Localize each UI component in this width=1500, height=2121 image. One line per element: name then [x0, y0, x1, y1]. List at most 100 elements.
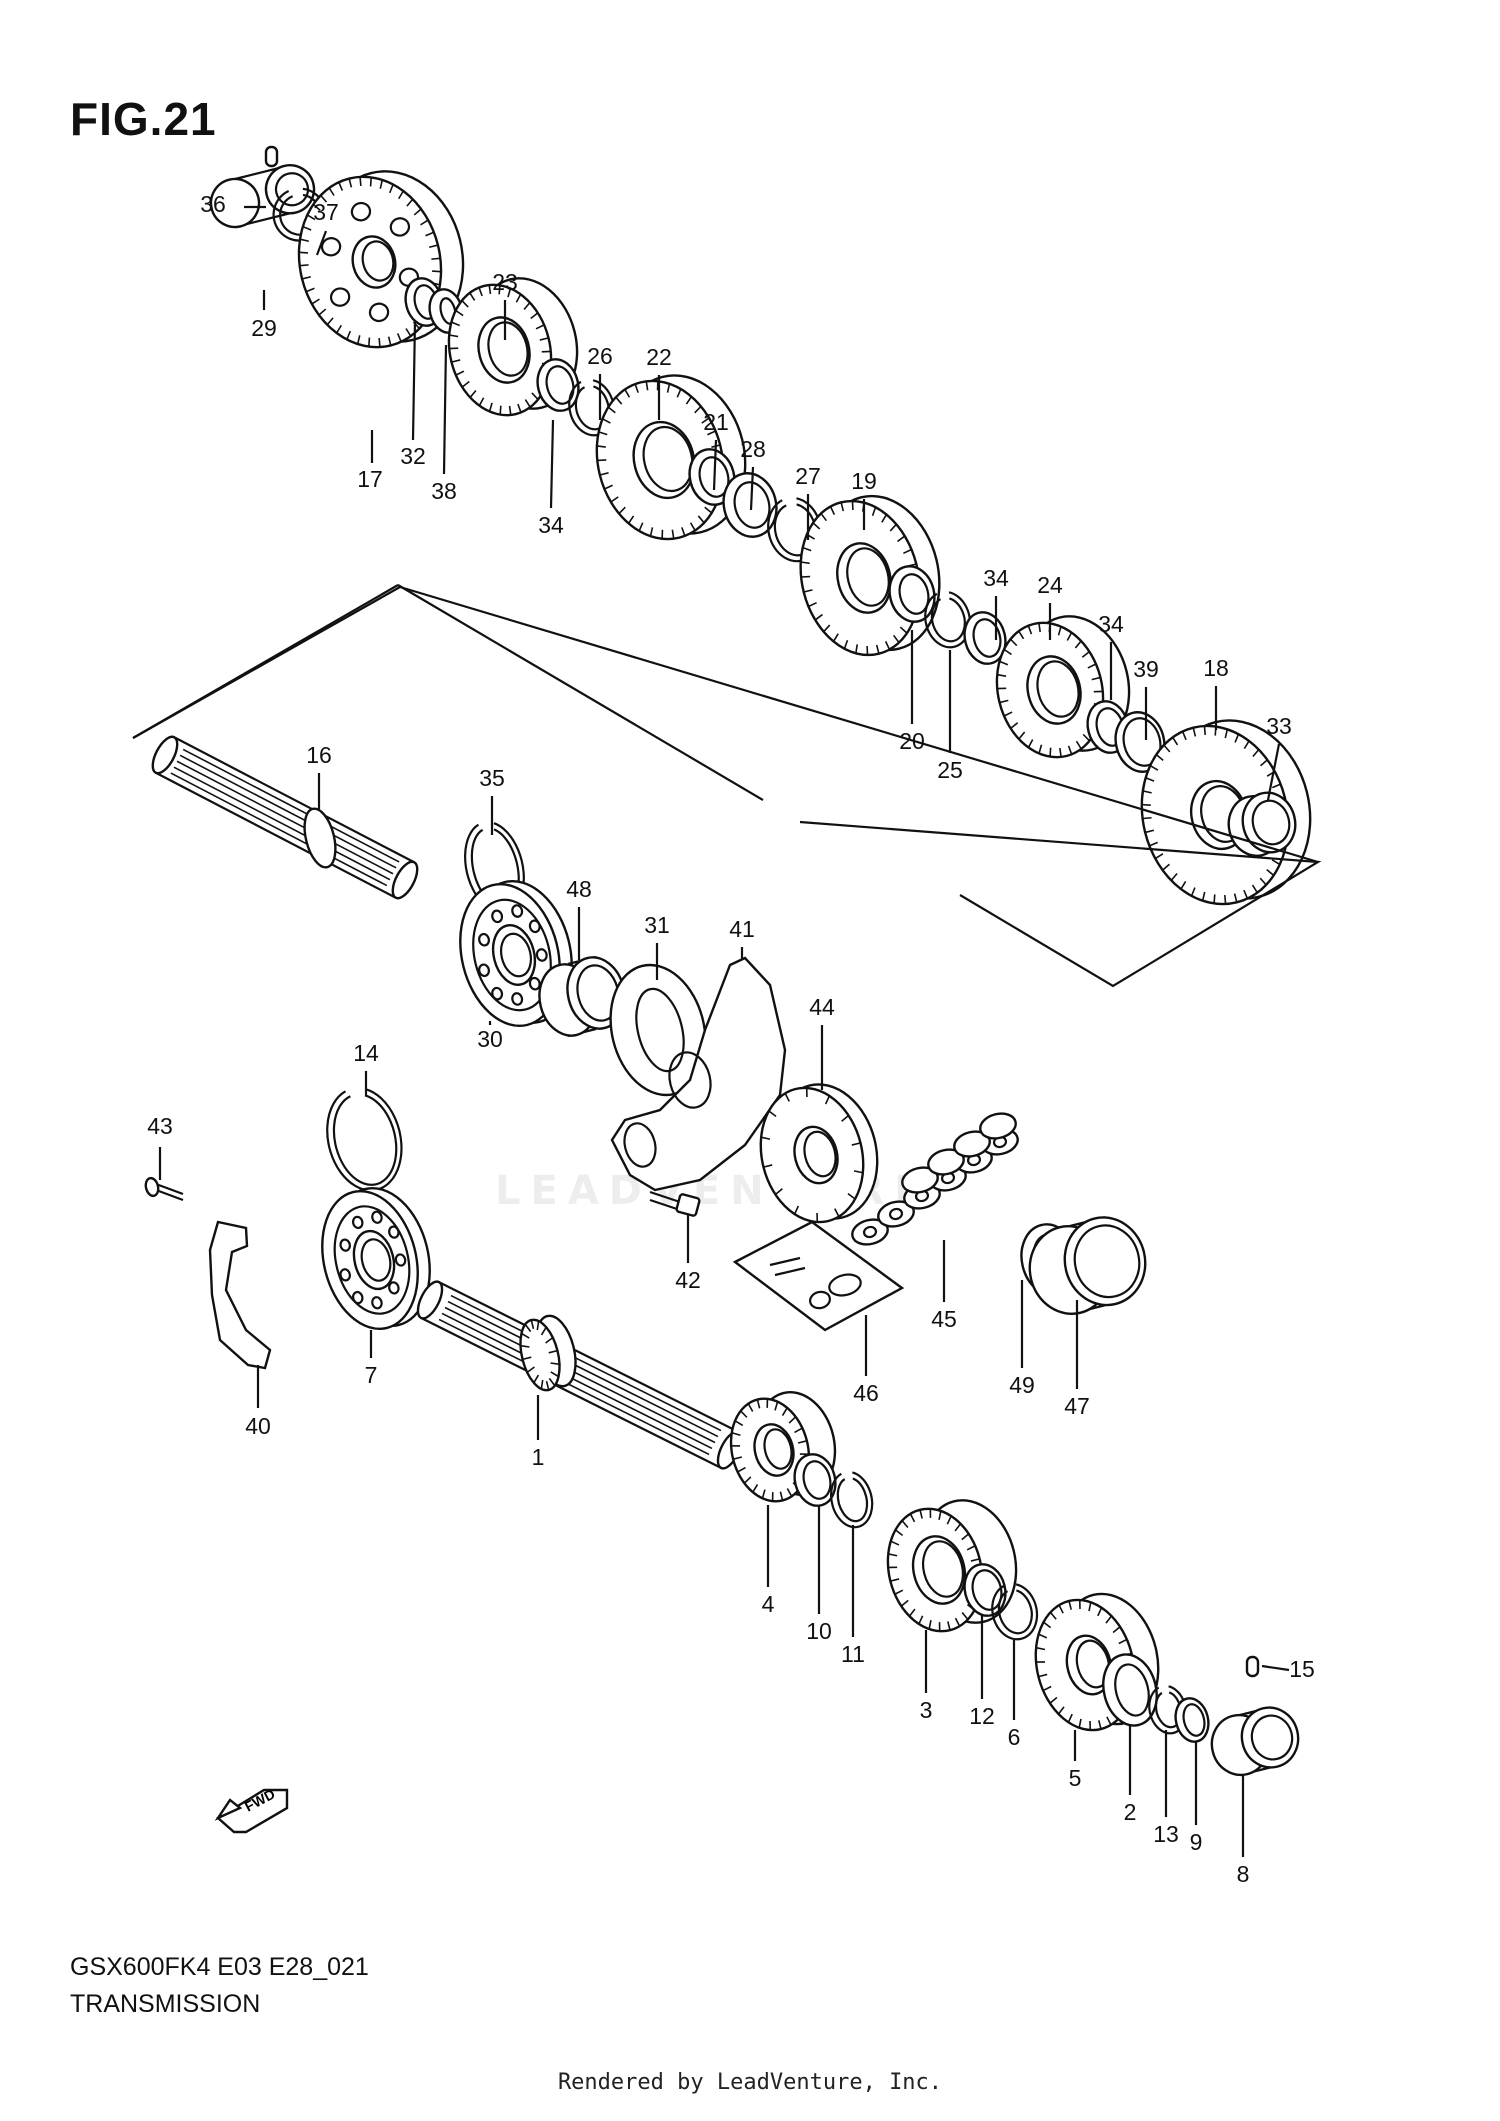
gear-tooth	[763, 1164, 773, 1168]
gear-tooth	[397, 190, 405, 200]
bushing-2	[1102, 1653, 1158, 1727]
gear-bore-inner	[921, 1540, 965, 1598]
gear-tooth	[535, 324, 545, 330]
part-callout: 31	[644, 912, 670, 980]
fwd-arrow-badge: FWD	[214, 1786, 289, 1834]
gear-tooth	[761, 1489, 766, 1499]
bolt-43-head	[144, 1176, 160, 1198]
chain-link	[877, 1200, 915, 1228]
gear-tooth	[428, 244, 439, 249]
gear-tooth	[752, 1484, 759, 1493]
gear-tooth	[894, 1589, 904, 1595]
gear-tooth	[521, 1332, 530, 1339]
part-callout: 7	[365, 1330, 377, 1388]
shaft-end	[151, 735, 179, 775]
gear-tooth	[1010, 722, 1019, 729]
gear-tooth	[520, 1344, 530, 1348]
gear-19	[799, 494, 941, 657]
part-number-label: 30	[477, 1026, 503, 1052]
washer-26	[568, 379, 616, 437]
gear-tooth	[803, 589, 813, 593]
gear-tooth	[326, 317, 334, 326]
gear-tooth	[704, 506, 713, 514]
ring-inner	[698, 456, 730, 498]
part-callout: 26	[587, 343, 613, 420]
gear-tooth	[530, 1319, 535, 1329]
gear-tooth	[671, 529, 675, 539]
shaft-end	[391, 860, 419, 900]
gear-tooth	[829, 506, 836, 515]
bearing-ball	[388, 1281, 400, 1295]
ring-inner	[898, 573, 930, 615]
part-number-label: 4	[762, 1591, 775, 1617]
gear-tooth	[884, 641, 891, 650]
gear-tooth	[1260, 759, 1268, 767]
parts-drawing: FWD	[132, 145, 1322, 1834]
ring-inner	[972, 618, 1002, 658]
gear-tooth	[328, 187, 335, 196]
gear-tooth	[1082, 733, 1091, 742]
pin-15	[1245, 1655, 1260, 1678]
bracket-41	[610, 956, 787, 1192]
gear-tooth	[889, 523, 897, 532]
chain-pin	[888, 1207, 904, 1221]
gear-tooth	[1259, 877, 1267, 886]
gear-tooth	[431, 270, 442, 273]
gear-tooth	[320, 194, 328, 203]
gear-bore-inner	[1036, 660, 1080, 718]
gear-tooth	[1162, 863, 1170, 871]
washer-25	[924, 591, 972, 649]
part-number-label: 35	[479, 765, 505, 791]
gear-tooth	[794, 1427, 803, 1434]
gear-tooth	[747, 1403, 754, 1412]
gear-tooth	[1059, 747, 1062, 758]
model-code: GSX600FK4 E03 E28_021	[70, 1953, 369, 1981]
part-number-label: 29	[251, 315, 277, 341]
part-callout: 12	[969, 1615, 995, 1729]
gear-tooth	[478, 397, 485, 407]
gear-tooth	[853, 1170, 864, 1174]
part-number-label: 41	[729, 916, 755, 942]
section-name: TRANSMISSION	[70, 1990, 261, 2018]
bushing-front	[1063, 1216, 1147, 1307]
part-number-label: 16	[306, 742, 332, 768]
circlip-arc	[568, 379, 616, 437]
bushing-20	[888, 565, 936, 623]
bearing-ball	[478, 932, 490, 947]
part-callout: 34	[983, 565, 1009, 640]
shaft-collar	[303, 807, 337, 869]
shaft-spline	[447, 1300, 719, 1438]
gear-tooth	[676, 388, 682, 398]
shaft-spline	[173, 766, 391, 881]
gear-tooth	[1213, 894, 1216, 904]
bracket-hole	[623, 1122, 657, 1168]
gear-tooth	[624, 389, 631, 398]
gear-tooth	[1252, 749, 1260, 757]
part-number-label: 8	[1237, 1861, 1250, 1887]
gear-tooth	[779, 1491, 784, 1501]
gear-tooth	[689, 522, 696, 531]
gear-tooth	[318, 308, 327, 316]
part-number-label: 39	[1133, 656, 1159, 682]
bolt-43	[155, 1182, 184, 1202]
gear-tooth	[697, 515, 705, 524]
part-number-label: 22	[646, 344, 672, 370]
gear-tooth	[802, 546, 812, 552]
part-number-label: 1	[532, 1444, 545, 1470]
gear-tooth	[743, 1476, 752, 1484]
gear-tooth	[847, 1192, 856, 1200]
part-number-label: 40	[245, 1413, 271, 1439]
pin-36	[264, 145, 279, 168]
bearing-ball	[339, 1238, 351, 1252]
gear-tooth	[970, 1558, 980, 1562]
gear-bore-inner	[763, 1428, 793, 1470]
gear-tooth	[1098, 1720, 1102, 1730]
gear-tooth	[800, 561, 810, 565]
gear-tooth	[1155, 753, 1164, 761]
bearing-30	[459, 879, 573, 1028]
washer-10	[793, 1453, 837, 1507]
bearing-ball	[371, 1210, 383, 1224]
part-number-label: 46	[853, 1380, 879, 1406]
part-callout: 9	[1190, 1742, 1202, 1855]
gear-tooth	[302, 225, 312, 231]
